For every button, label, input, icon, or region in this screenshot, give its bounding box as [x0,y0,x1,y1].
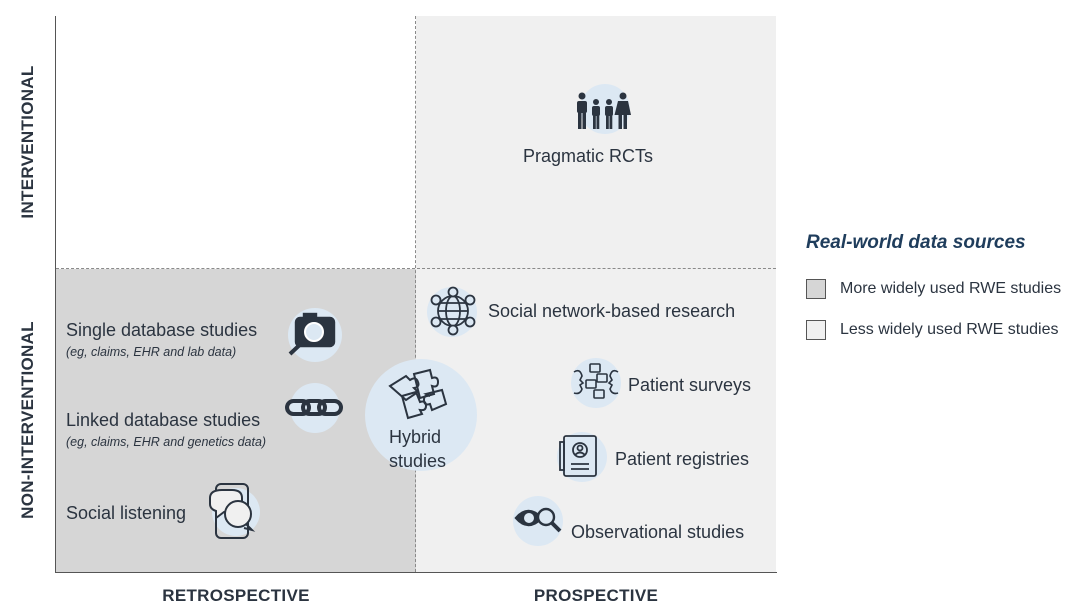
puzzle-pieces-icon [388,368,448,420]
legend-label-more: More widely used RWE studies [840,280,1062,297]
observational-label: Observational studies [571,522,745,542]
social-network-label: Social network-based research [488,301,736,321]
quadrant-interventional-prospective [416,16,776,269]
single-database-label: Single database studies [66,320,258,340]
y-axis-line [55,16,56,573]
legend-title: Real-world data sources [806,232,1026,253]
eye-magnifier-icon [514,507,562,533]
pragmatic-rcts-label: Pragmatic RCTs [523,146,654,166]
social-listening-label: Social listening [66,503,187,523]
linked-database-label: Linked database studies [66,410,261,430]
x-axis-line [55,572,777,573]
x-label-retrospective: RETROSPECTIVE [162,586,310,605]
hybrid-studies-label-line2: studies [389,451,447,471]
quadrant-interventional-retrospective [56,16,416,269]
legend-swatch-more [806,279,826,299]
legend-label-less: Less widely used RWE studies [840,321,1059,338]
horizontal-divider [56,268,776,269]
camera-magnifier-icon [288,312,336,356]
chain-link-icon [285,399,343,416]
globe-network-icon [430,286,476,336]
speech-faces-icon [573,363,619,399]
linked-database-sublabel: (eg, claims, EHR and genetics data) [66,435,267,449]
id-card-icon [559,435,597,477]
legend-swatch-less [806,320,826,340]
family-icon [577,92,631,129]
chat-bubbles-phone-icon [209,483,256,539]
patient-registries-label: Patient registries [615,449,750,469]
y-label-interventional: INTERVENTIONAL [18,65,37,219]
linked-database-icon-bg [290,383,340,433]
x-label-prospective: PROSPECTIVE [533,586,659,605]
hybrid-studies-label-line1: Hybrid [389,427,442,447]
patient-surveys-label: Patient surveys [628,375,752,395]
y-label-non-interventional: NON-INTERVENTIONAL [18,321,37,519]
single-database-sublabel: (eg, claims, EHR and lab data) [66,345,237,359]
vertical-divider [415,16,416,572]
